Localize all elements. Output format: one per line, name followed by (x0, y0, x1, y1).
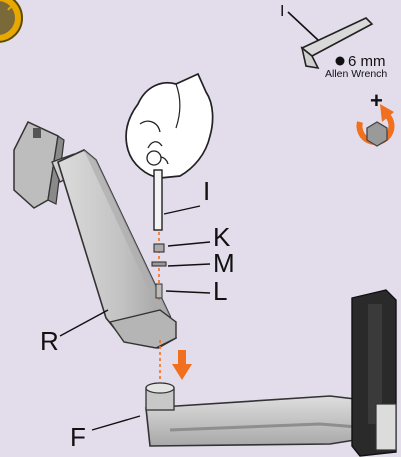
fastener-k (154, 244, 164, 252)
wall-bracket (352, 290, 396, 456)
callout-l: L (213, 276, 227, 306)
callout-r: R (40, 326, 59, 356)
hand-illustration (126, 74, 212, 178)
down-arrow-icon (160, 340, 192, 380)
rotation-plus-sign: + (370, 88, 383, 113)
step-badge (0, 0, 22, 42)
fastener-m (152, 262, 166, 266)
rotate-tighten-icon: + (359, 88, 394, 146)
callout-i-tool: I (280, 3, 284, 20)
callout-f: F (70, 422, 86, 452)
lower-arm-f (146, 383, 380, 446)
hex-bullet-icon (336, 57, 345, 66)
callout-i-main: I (203, 176, 210, 206)
callout-m: M (213, 248, 235, 278)
tool-name-label: Allen Wrench (325, 68, 387, 80)
fastener-l (156, 284, 162, 298)
wrench-shaft (154, 170, 162, 230)
